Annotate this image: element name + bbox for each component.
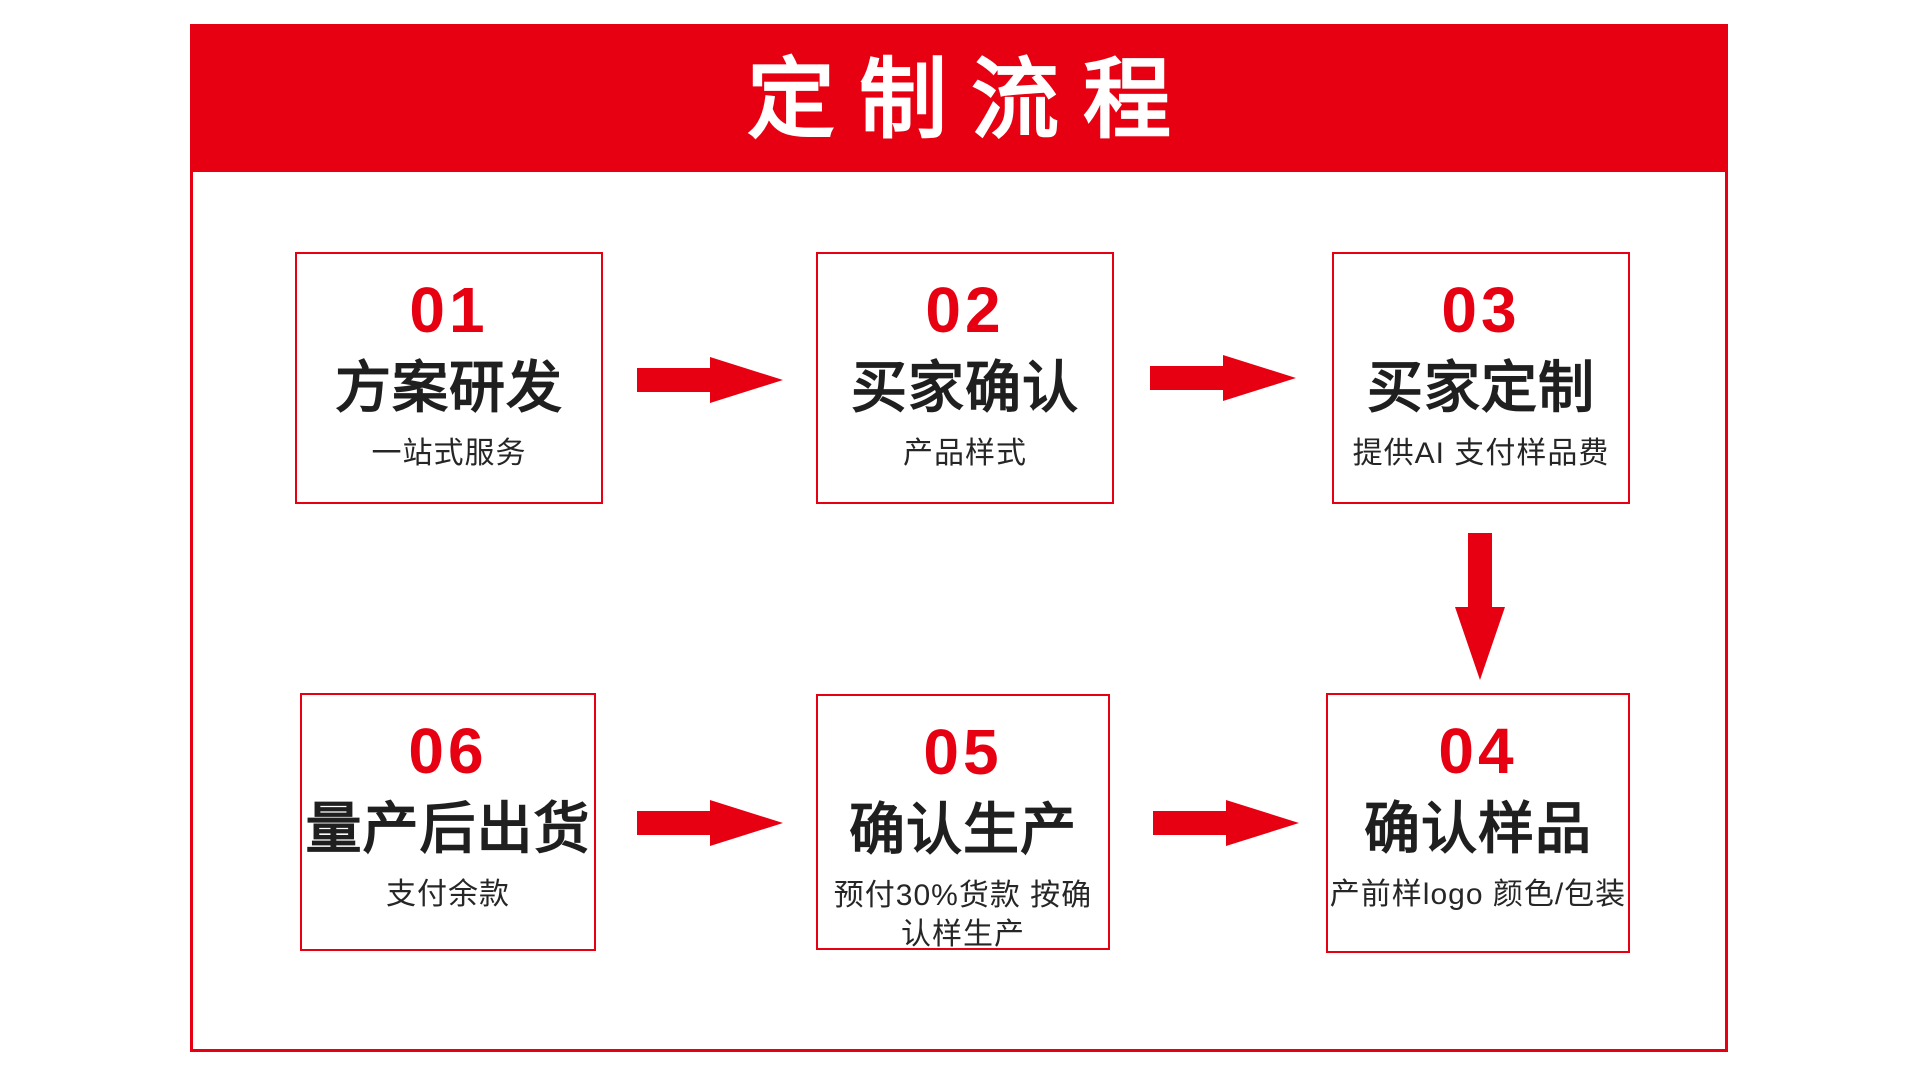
step-number: 03 — [1441, 274, 1521, 346]
step-number: 01 — [409, 274, 489, 346]
step-card-05: 05 确认生产 预付30%货款 按确 认样生产 — [816, 694, 1110, 951]
step-card-06: 06 量产后出货 支付余款 — [300, 693, 596, 951]
arrow-down-icon — [1455, 533, 1505, 680]
step-subtitle: 产品样式 — [903, 437, 1027, 471]
step-title: 方案研发 — [335, 356, 563, 419]
step-subtitle: 提供AI 支付样品费 — [1352, 437, 1610, 471]
step-card-02: 02 买家确认 产品样式 — [816, 252, 1114, 504]
page-title: 定制流程 — [746, 49, 1195, 149]
arrow-right-icon — [1150, 355, 1296, 401]
arrow-right-icon — [637, 357, 783, 403]
step-number: 04 — [1438, 715, 1518, 787]
header-band: 定制流程 — [193, 27, 1725, 172]
step-title: 确认样品 — [1364, 797, 1592, 860]
step-subtitle: 一站式服务 — [371, 437, 527, 471]
step-title: 买家定制 — [1367, 356, 1595, 419]
arrow-right-icon — [1153, 800, 1299, 846]
step-number: 06 — [408, 715, 488, 787]
step-card-04: 04 确认样品 产前样logo 颜色/包装 — [1326, 693, 1630, 953]
step-number: 02 — [925, 274, 1005, 346]
step-title: 确认生产 — [849, 798, 1077, 861]
step-card-01: 01 方案研发 一站式服务 — [295, 252, 603, 504]
step-title: 买家确认 — [851, 356, 1079, 419]
step-subtitle: 预付30%货款 按确 认样生产 — [833, 879, 1093, 952]
process-frame: 定制流程 01 方案研发 一站式服务 02 买家确认 产品样式 03 买家定制 … — [190, 24, 1728, 1052]
step-card-03: 03 买家定制 提供AI 支付样品费 — [1332, 252, 1630, 504]
step-number: 05 — [923, 716, 1003, 788]
step-title: 量产后出货 — [305, 797, 591, 860]
step-subtitle: 产前样logo 颜色/包装 — [1329, 878, 1627, 912]
step-subtitle: 支付余款 — [386, 878, 510, 912]
arrow-right-icon — [637, 800, 783, 846]
